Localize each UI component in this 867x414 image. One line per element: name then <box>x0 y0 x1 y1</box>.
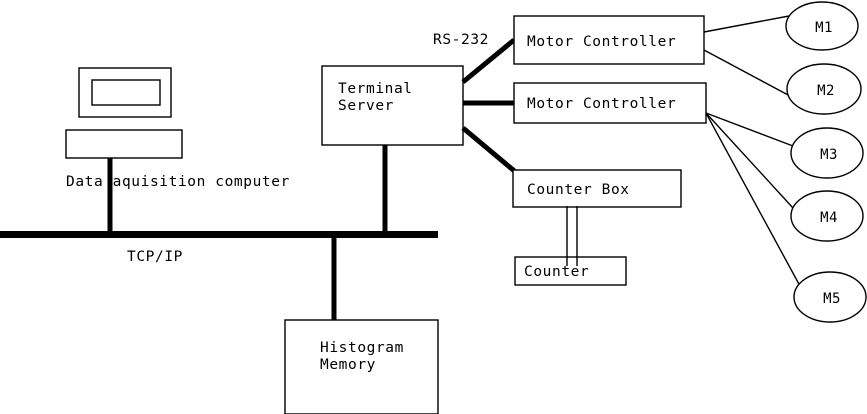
link-motor-controller-2-to-m5 <box>705 112 801 287</box>
motor-controller-1-box <box>513 15 705 65</box>
link-motor-controller-1-to-m1 <box>703 15 790 33</box>
monitor-screen-icon <box>91 79 161 106</box>
motor-controller-2-box <box>513 82 707 124</box>
link-motor-controller-2-to-m4 <box>705 112 794 209</box>
counter-box-label: Counter Box <box>527 182 630 198</box>
counter-box <box>514 256 627 286</box>
tcpip-label: TCP/IP <box>127 249 183 265</box>
motor-node-m2: M2 <box>786 63 862 115</box>
motor-controller-1-label: Motor Controller <box>527 34 676 50</box>
motor-controller-2-label: Motor Controller <box>527 96 676 112</box>
motor-m4-ellipse <box>790 190 864 242</box>
motor-node-m5: M5 <box>793 271 867 323</box>
terminal-server-label-line2: Server <box>338 98 394 114</box>
motor-m5-label: M5 <box>823 291 841 307</box>
counter-box-box <box>512 169 682 208</box>
link-terminal-server-to-motor-controller-1 <box>461 38 516 84</box>
histogram-memory-label-line1: Histogram <box>320 340 404 356</box>
motor-m2-ellipse <box>786 63 862 115</box>
motor-m1-ellipse <box>785 1 859 51</box>
computer-base-icon <box>65 129 183 159</box>
link-motor-controller-2-to-m3 <box>705 112 794 147</box>
daq-caption-label: Data aquisition computer <box>66 174 290 190</box>
histogram-memory-box <box>284 319 439 414</box>
motor-node-m4: M4 <box>790 190 864 242</box>
motor-node-m1: M1 <box>785 1 859 51</box>
link-motor-controller-1-to-m2 <box>703 49 791 97</box>
daq-computer-group <box>65 67 183 159</box>
motor-m4-label: M4 <box>820 210 838 226</box>
motor-m5-ellipse <box>793 271 867 323</box>
rs232-label: RS-232 <box>433 32 489 48</box>
histogram-memory-label-line2: Memory <box>320 357 376 373</box>
motor-m3-label: M3 <box>820 147 838 163</box>
motor-node-m3: M3 <box>790 127 864 179</box>
motor-m3-ellipse <box>790 127 864 179</box>
counter-label: Counter <box>524 264 589 280</box>
motor-m2-label: M2 <box>817 83 835 99</box>
link-terminal-server-to-counter-box <box>461 126 520 176</box>
terminal-server-box <box>321 65 464 146</box>
motor-m1-label: M1 <box>815 20 833 36</box>
terminal-server-label-line1: Terminal <box>338 81 413 97</box>
